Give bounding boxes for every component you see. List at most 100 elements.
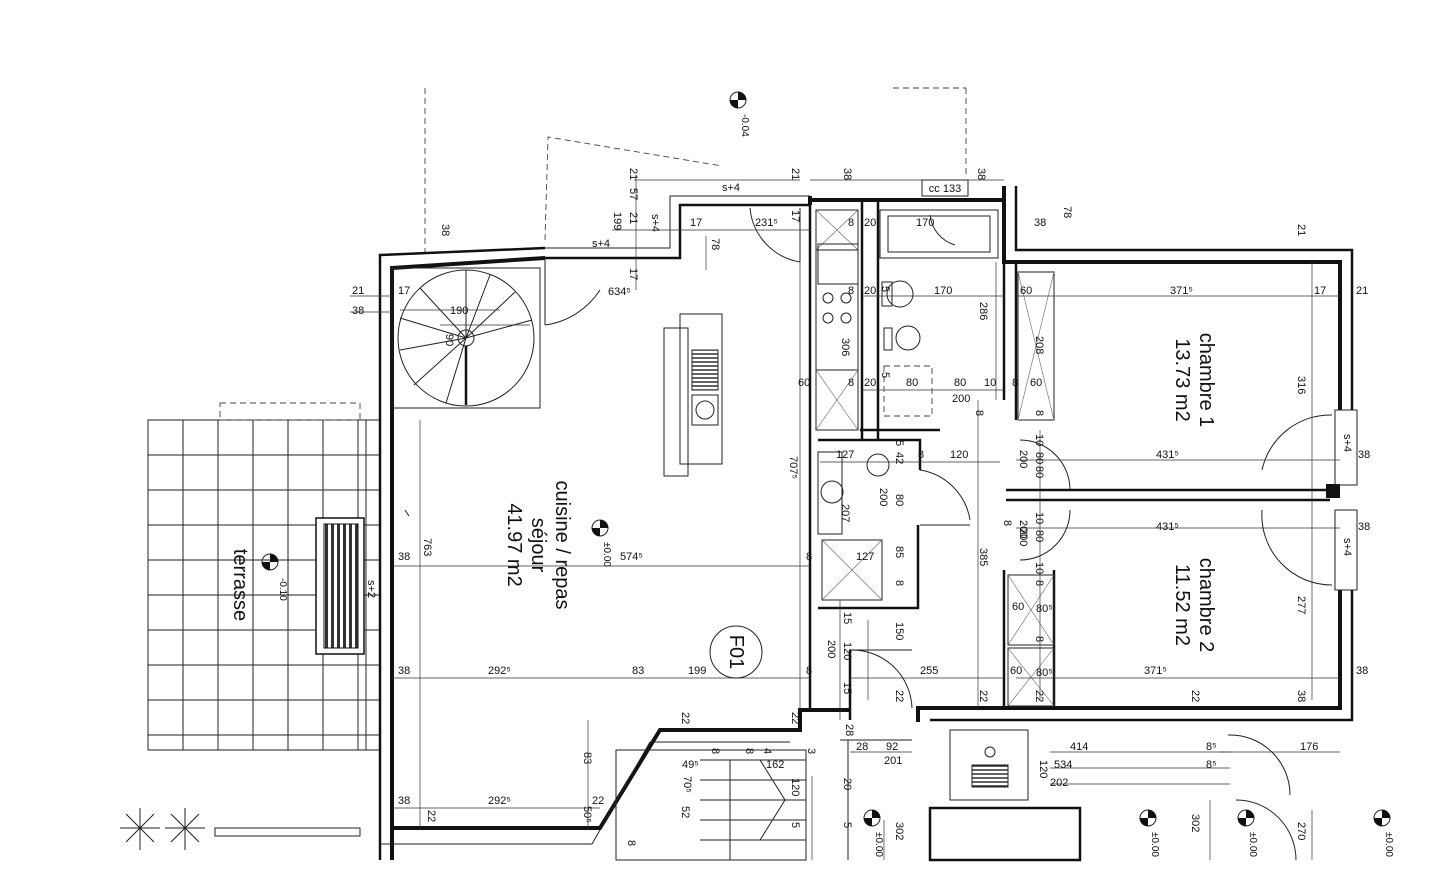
living-room-area: 41.97 m2 (503, 503, 525, 586)
dim-label: 8 (1001, 520, 1013, 526)
dim-label: 21 (627, 168, 639, 180)
dim-label: 431⁵ (1156, 449, 1179, 461)
bedroom-2-area: 11.52 m2 (1171, 564, 1193, 646)
dim-label: 50⁵ (581, 806, 593, 823)
dim-label: 5 (879, 372, 891, 378)
dim-label: 20 (841, 778, 853, 790)
spiral-staircase (391, 267, 541, 409)
dim-label: 70⁵ (681, 776, 693, 793)
dim-label: 85 (893, 546, 905, 558)
dim-label: 38 (841, 168, 853, 180)
bedroom-1-label: chambre 1 (1195, 333, 1217, 428)
dim-label: 255 (920, 665, 938, 677)
dim-label: 80 (1033, 530, 1045, 542)
dim-label: 200 (1017, 528, 1029, 546)
dim-label: 17 (690, 217, 702, 229)
dim-label: 176 (1300, 741, 1318, 753)
level-markers (261, 91, 1391, 827)
dim-label: 22 (1189, 690, 1201, 702)
dim-label: s+4 (722, 182, 740, 194)
plant-symbols (120, 808, 205, 850)
dim-label: 10 (1033, 562, 1045, 574)
dim-label: 38 (1358, 521, 1370, 533)
dim-label: 200 (877, 488, 889, 506)
dim-label: 127 (836, 449, 854, 461)
dim-label: 28 (843, 724, 855, 736)
exterior-walls (378, 186, 1354, 860)
dim-label: 127 (856, 551, 874, 563)
dim-label: 292⁵ (488, 795, 511, 807)
dim-label: 22 (1033, 690, 1045, 702)
dim-label: 5 (893, 440, 905, 446)
dim-label: 22 (977, 690, 989, 702)
dim-label: 10 (1033, 512, 1045, 524)
dim-label: 21 (1356, 285, 1368, 297)
dim-label: 371⁵ (1144, 665, 1167, 677)
dim-label: 60 (798, 377, 810, 389)
dim-label: 38 (398, 665, 410, 677)
dim-label: 28 (856, 741, 868, 753)
dim-label: 120 (1037, 760, 1049, 778)
level-b3: ±0.00 (1247, 832, 1258, 857)
dim-label: 385 (977, 548, 989, 566)
dim-label: 8 (848, 217, 854, 229)
dim-label: 60 (1020, 285, 1032, 297)
dim-label: 21 (627, 212, 639, 224)
dim-label: 231⁵ (755, 217, 778, 229)
dim-label: 8 (1033, 636, 1045, 642)
dim-label: 8 (1012, 377, 1018, 389)
dimension-lines (350, 175, 1340, 860)
interior-walls (808, 200, 1330, 720)
level-marker-terrace-icon (261, 553, 279, 571)
dim-label: 21 (1295, 224, 1307, 236)
dim-label: 199 (688, 665, 706, 677)
dim-label: 20 (864, 217, 876, 229)
dim-label: 8 (625, 840, 637, 846)
dim-label: 38 (1356, 665, 1368, 677)
dim-label: 15 (841, 612, 853, 624)
dim-label: 80 (954, 377, 966, 389)
dim-label: 38 (1358, 449, 1370, 461)
dim-label: 120 (950, 449, 968, 461)
dim-label: 201 (884, 755, 902, 767)
dim-label: 199 (611, 212, 623, 230)
dim-label: 200 (1017, 520, 1029, 538)
level-top: -0.04 (739, 114, 750, 137)
dim-label: 200 (825, 640, 837, 658)
dim-label: 170 (934, 285, 952, 297)
dim-label: 17 (627, 268, 639, 280)
dim-label: 5 (879, 286, 891, 292)
level-marker-b3-icon (1237, 809, 1255, 827)
dim-label: 92 (886, 741, 898, 753)
dim-label: 57 (627, 188, 639, 200)
dim-label: 10 (984, 377, 996, 389)
dim-label: 763 (421, 538, 433, 556)
dim-label: 83 (632, 665, 644, 677)
dim-label: 120 (841, 642, 853, 660)
dim-label: 8 (1033, 580, 1045, 586)
level-marker-b4-icon (1373, 809, 1391, 827)
dim-label: 8 (743, 748, 755, 754)
dim-label: 202 (1050, 777, 1068, 789)
dim-label: 5 (789, 822, 801, 828)
dim-label: 371⁵ (1170, 285, 1193, 297)
dim-label: 22 (893, 690, 905, 702)
dim-label: 292⁵ (488, 665, 511, 677)
dim-label: 150 (893, 622, 905, 640)
dim-label: 8 (893, 580, 905, 586)
common-stairwell (615, 729, 1082, 862)
dim-label: 38 (352, 305, 364, 317)
terrace-label: terrasse (229, 549, 251, 621)
dim-label: 4 (761, 748, 773, 754)
dim-label: 8⁵ (1206, 741, 1217, 753)
dim-label: 3 (805, 748, 817, 754)
dim-label: 21 (789, 168, 801, 180)
dim-label: 190 (450, 305, 468, 317)
level-living: ±0.00 (601, 542, 612, 567)
dim-label: 414 (1070, 741, 1088, 753)
dim-label: 170 (916, 217, 934, 229)
dim-label: 306 (839, 338, 851, 356)
dim-label: 574⁵ (620, 551, 643, 563)
cc-label: cc 133 (929, 183, 961, 195)
dim-label: s+4 (649, 214, 661, 232)
